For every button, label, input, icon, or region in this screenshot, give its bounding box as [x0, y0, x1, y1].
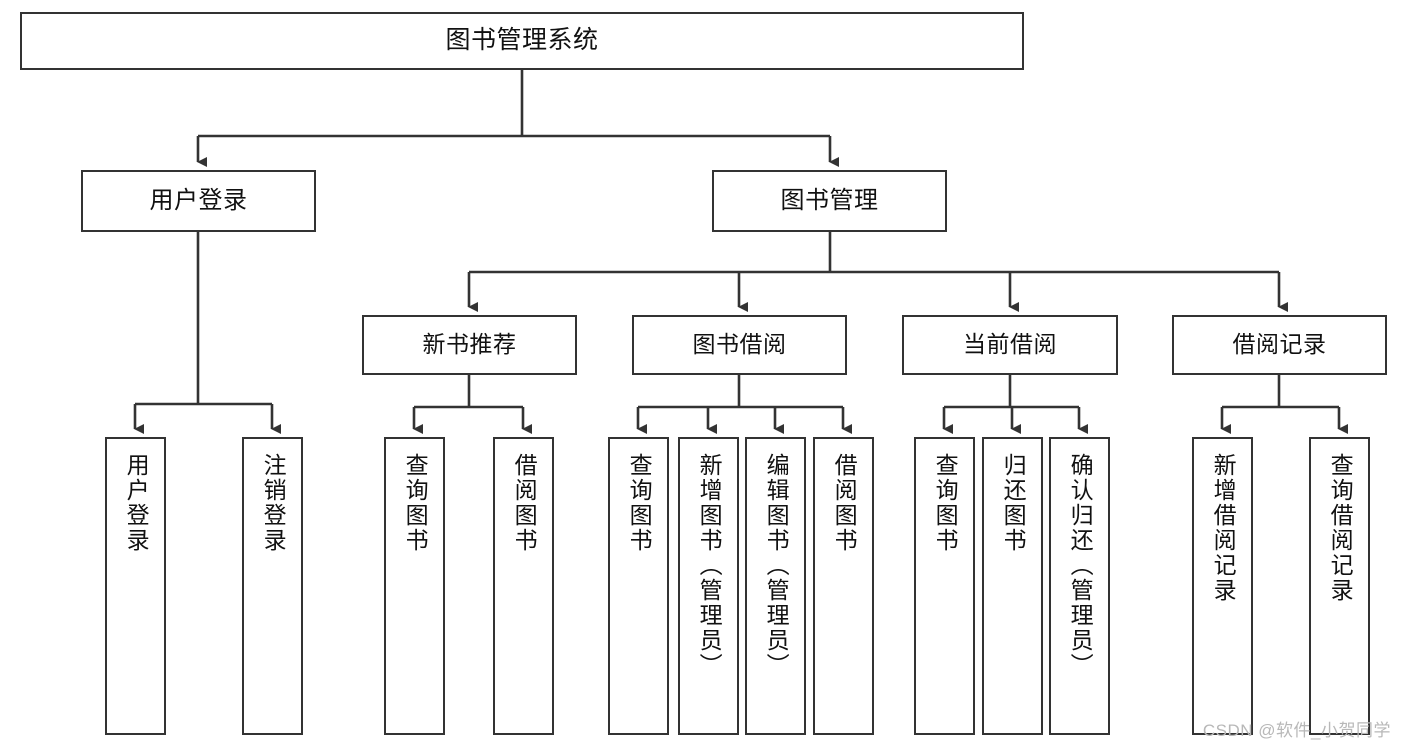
node-label: 新书推荐: [422, 331, 517, 358]
node-label: 借阅图书: [511, 453, 538, 553]
node-label: 查询图书: [402, 453, 429, 553]
leaf-user-login-login[interactable]: 用户登录: [105, 437, 166, 735]
leaf-borrow-edit-book-admin[interactable]: 编辑图书（管理员）: [745, 437, 806, 735]
node-borrow-record[interactable]: 借阅记录: [1172, 315, 1387, 375]
node-label: 新增借阅记录: [1210, 453, 1237, 603]
node-label: 编辑图书（管理员）: [763, 453, 790, 678]
node-label: 新增图书（管理员）: [696, 453, 723, 678]
node-label: 图书管理: [780, 186, 879, 214]
node-label: 用户登录: [123, 453, 150, 553]
node-current-borrow[interactable]: 当前借阅: [902, 315, 1118, 375]
node-label: 查询借阅记录: [1327, 453, 1354, 603]
leaf-new-book-borrow-book[interactable]: 借阅图书: [493, 437, 554, 735]
node-label: 归还图书: [1000, 453, 1027, 553]
node-label: 当前借阅: [963, 331, 1057, 358]
leaf-record-add-record[interactable]: 新增借阅记录: [1192, 437, 1253, 735]
leaf-current-query-book[interactable]: 查询图书: [914, 437, 975, 735]
node-new-book-recommend[interactable]: 新书推荐: [362, 315, 577, 375]
leaf-new-book-query-book[interactable]: 查询图书: [384, 437, 445, 735]
leaf-borrow-query-book[interactable]: 查询图书: [608, 437, 669, 735]
leaf-borrow-borrow-book[interactable]: 借阅图书: [813, 437, 874, 735]
node-label: 图书借阅: [692, 331, 787, 358]
leaf-user-login-logout[interactable]: 注销登录: [242, 437, 303, 735]
leaf-current-confirm-return-admin[interactable]: 确认归还（管理员）: [1049, 437, 1110, 735]
node-label: 图书管理系统: [445, 26, 599, 55]
node-label: 借阅记录: [1232, 331, 1327, 358]
node-book-management[interactable]: 图书管理: [712, 170, 947, 232]
node-label: 借阅图书: [831, 453, 858, 553]
leaf-current-return-book[interactable]: 归还图书: [982, 437, 1043, 735]
node-book-borrow[interactable]: 图书借阅: [632, 315, 847, 375]
node-label: 用户登录: [149, 186, 248, 214]
node-label: 查询图书: [932, 453, 959, 553]
node-label: 查询图书: [626, 453, 653, 553]
node-label: 确认归还（管理员）: [1067, 453, 1094, 678]
leaf-record-query-record[interactable]: 查询借阅记录: [1309, 437, 1370, 735]
node-label: 注销登录: [260, 453, 287, 553]
node-user-login[interactable]: 用户登录: [81, 170, 316, 232]
node-root-book-management-system[interactable]: 图书管理系统: [20, 12, 1024, 70]
csdn-watermark: CSDN @软件_小贺同学: [1202, 721, 1391, 740]
leaf-borrow-add-book-admin[interactable]: 新增图书（管理员）: [678, 437, 739, 735]
